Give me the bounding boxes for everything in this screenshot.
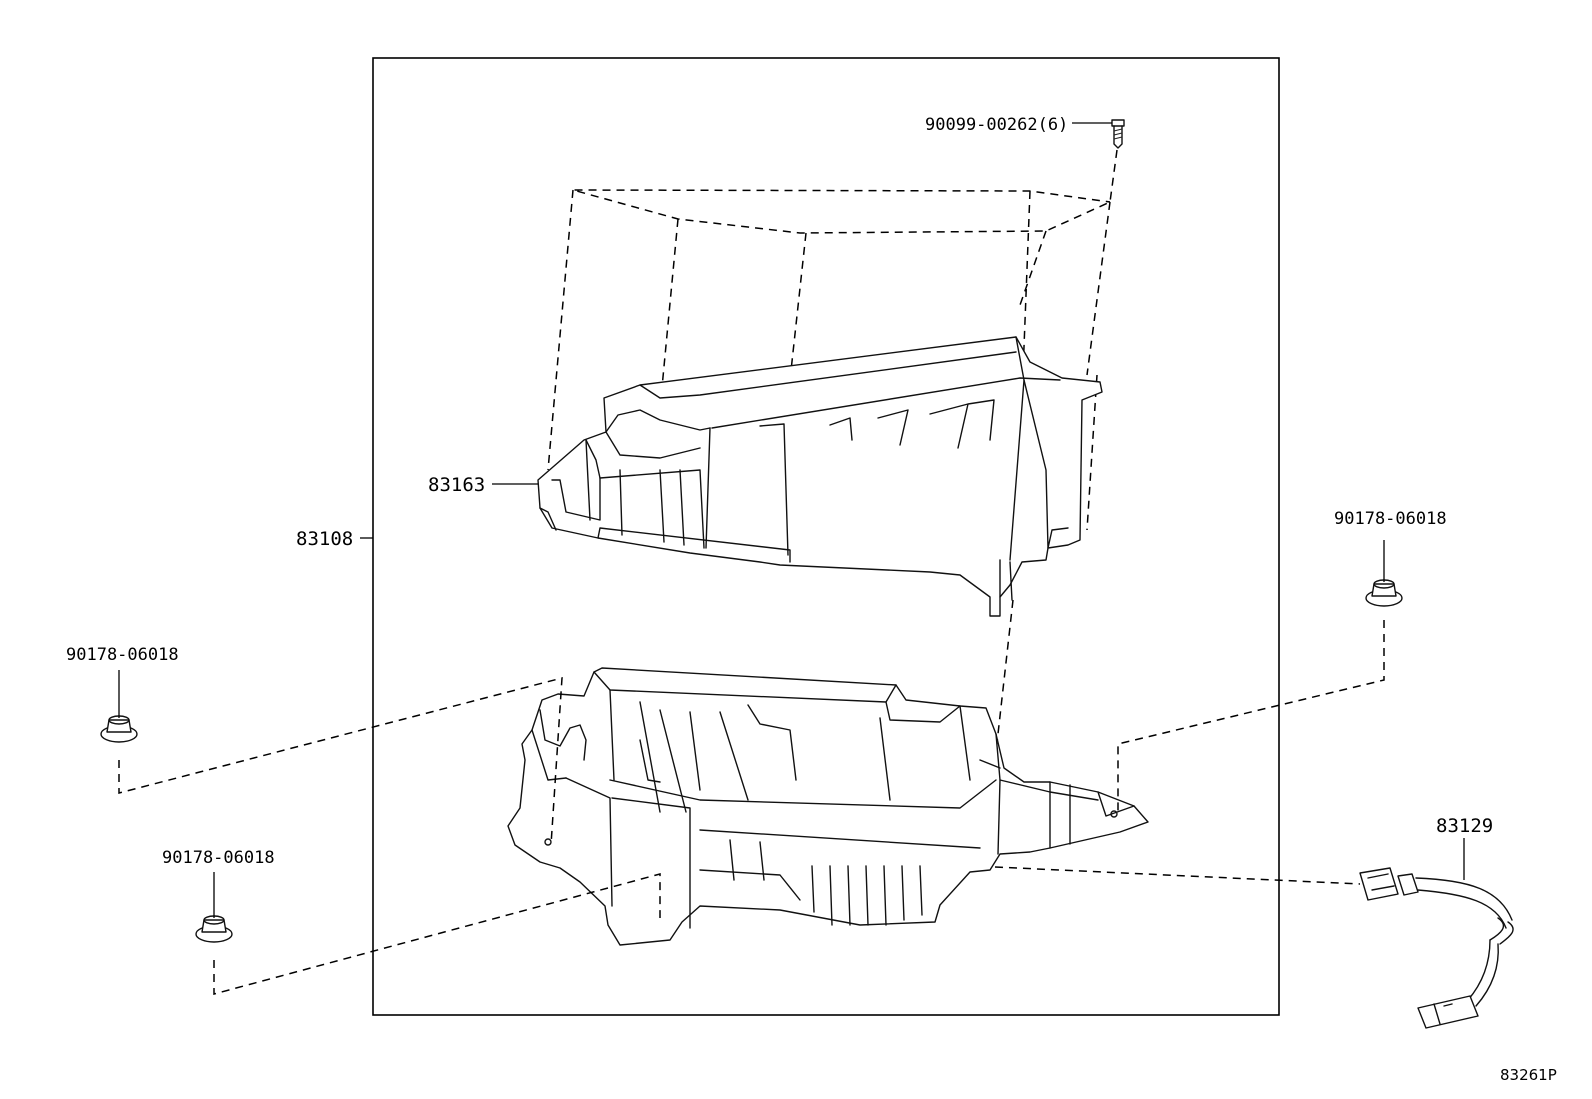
lower-case-part — [507, 667, 1149, 946]
guide-line-7 — [1086, 374, 1098, 531]
nut-right-dashed-path — [1117, 620, 1385, 812]
nut-left-label: 90178-06018 — [66, 645, 179, 665]
nut-bottom-dashed-path — [213, 873, 661, 995]
upper-case-label: 83163 — [428, 474, 485, 496]
harness-label: 83129 — [1436, 815, 1493, 837]
guide-line-2 — [647, 218, 679, 536]
nut-bottom-label: 90178-06018 — [162, 848, 275, 868]
upper-case-part — [537, 336, 1103, 617]
guide-line-6 — [1086, 201, 1111, 376]
screw-dashed-path — [572, 149, 1118, 234]
assembly-frame — [372, 57, 1280, 1016]
guide-line-5 — [1019, 230, 1047, 306]
diagram-code: 83261P — [1500, 1066, 1557, 1084]
screw-label: 90099-00262(6) — [925, 115, 1068, 135]
nut-bottom-part — [195, 915, 233, 943]
wire-harness-part — [1359, 867, 1514, 1029]
nut-right-label: 90178-06018 — [1334, 509, 1447, 529]
nut-left-part — [100, 715, 138, 743]
nut-right-part — [1365, 579, 1403, 607]
harness-dashed-path — [994, 866, 1361, 885]
screw-part — [1111, 119, 1125, 149]
assembly-label: 83108 — [296, 528, 353, 550]
guide-line-1 — [547, 189, 574, 471]
nut-left-dashed-path — [118, 677, 563, 846]
